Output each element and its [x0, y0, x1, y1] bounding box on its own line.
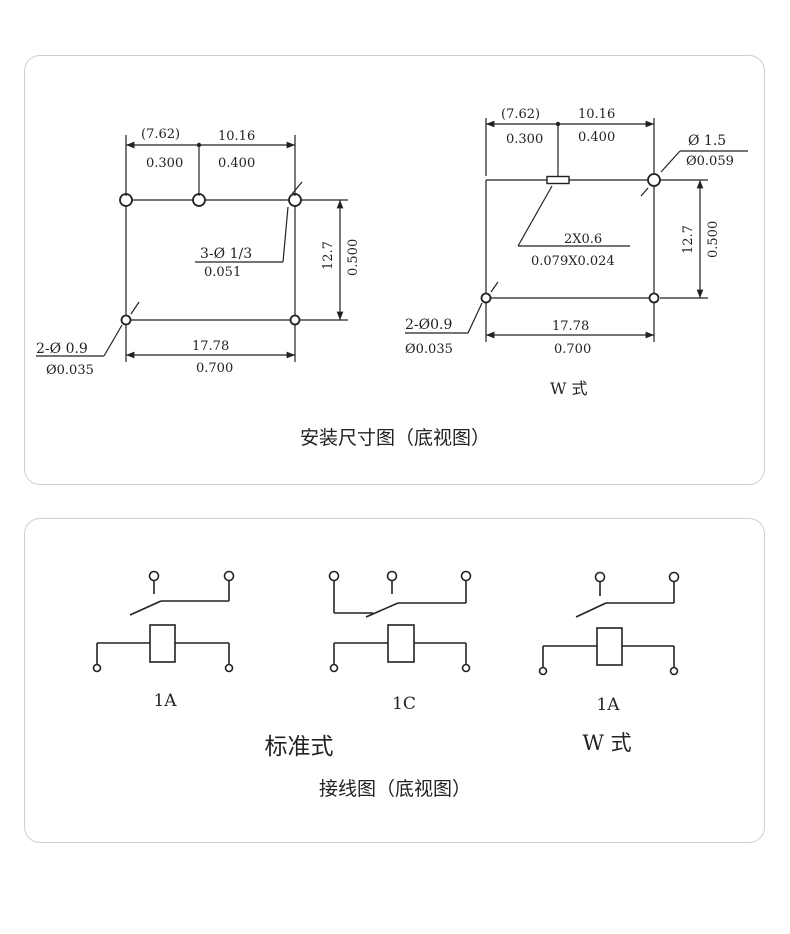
- standard-mounting-drawing: [36, 135, 348, 362]
- w-top-right-in: 0.400: [578, 130, 615, 145]
- std-vert-in: 0.500: [346, 239, 361, 276]
- mounting-caption: 安装尺寸图（底视图）: [300, 427, 490, 449]
- pin-hole: [289, 314, 301, 326]
- pin-slot: [546, 175, 570, 185]
- pin-hole: [648, 292, 660, 304]
- mount-hole: [647, 173, 661, 187]
- std-top-left-mm: (7.62): [141, 127, 180, 142]
- w-type-label: W 式: [550, 379, 588, 398]
- wiring-1a-label: 1A: [153, 691, 177, 711]
- wiring-1a-w-label: 1A: [596, 695, 620, 715]
- mounting-dimensions-panel: [24, 55, 765, 485]
- std-top-left-in: 0.300: [146, 156, 183, 171]
- std-hole3-inch: 0.051: [204, 265, 241, 280]
- wiring-caption: 接线图（底视图）: [319, 778, 471, 800]
- w-top-left-mm: (7.62): [501, 107, 540, 122]
- std-top-right-in: 0.400: [218, 156, 255, 171]
- w-vert-in: 0.500: [706, 221, 721, 258]
- wiring-1a-standard: [92, 570, 235, 673]
- wiring-1c-standard: [328, 570, 472, 673]
- std-vert-mm: 12.7: [321, 241, 336, 270]
- dimension-texts: (7.62) 10.16 0.300 0.400 3-Ø 1∕3 0.051 1…: [36, 107, 734, 800]
- w-top-right-mm: 10.16: [578, 107, 615, 122]
- std-bottom-in: 0.700: [196, 361, 233, 376]
- w-bottom-mm: 17.78: [552, 319, 589, 334]
- wiring-standard-label: 标准式: [265, 734, 334, 760]
- std-hole2-inch: Ø0.035: [46, 363, 94, 378]
- w-bottom-in: 0.700: [554, 342, 591, 357]
- w-hole2-inch: Ø0.035: [405, 342, 453, 357]
- w-top-left-in: 0.300: [506, 132, 543, 147]
- w-pin-inch: 0.079X0.024: [531, 254, 615, 269]
- std-top-right-mm: 10.16: [218, 129, 255, 144]
- std-hole3-label: 3-Ø 1∕3: [200, 246, 252, 262]
- wiring-1a-w-type: [538, 571, 680, 676]
- w-pin-label: 2X0.6: [564, 232, 602, 247]
- std-bottom-mm: 17.78: [192, 339, 229, 354]
- w-hole-label: Ø 1.5: [688, 133, 726, 149]
- pin-hole: [480, 292, 492, 304]
- wiring-w-type-label: W 式: [582, 731, 631, 755]
- std-hole2-label: 2-Ø 0.9: [36, 341, 88, 357]
- wiring-1c-label: 1C: [392, 694, 416, 714]
- w-vert-mm: 12.7: [681, 225, 696, 254]
- w-hole-inch: Ø0.059: [686, 154, 734, 169]
- w-type-mounting-drawing: [405, 118, 748, 342]
- w-hole2-label: 2-Ø0.9: [405, 317, 452, 333]
- pin-hole: [120, 314, 132, 326]
